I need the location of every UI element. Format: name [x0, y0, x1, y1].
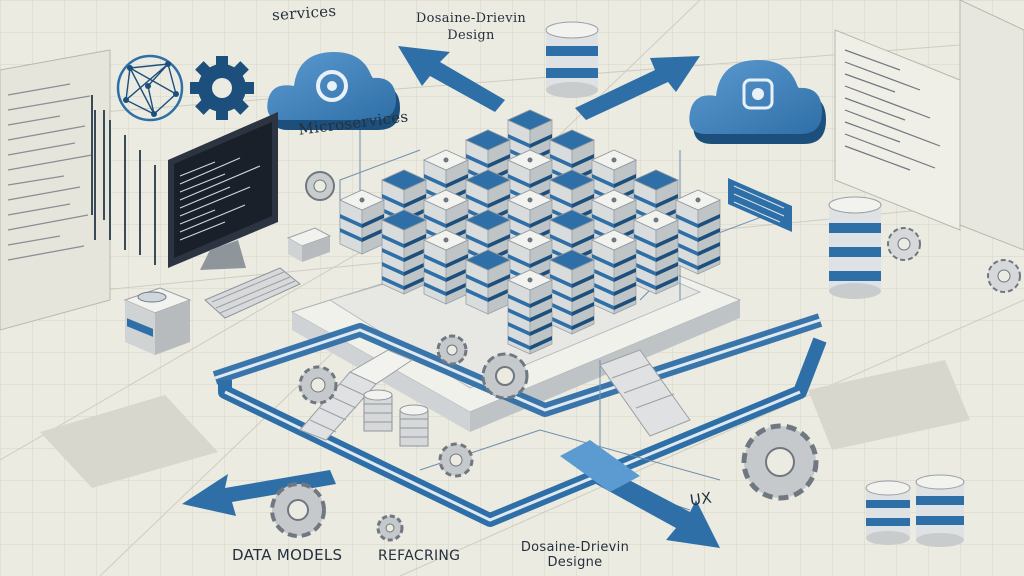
server-block-icon [123, 287, 192, 355]
label-ux: UX [688, 488, 714, 510]
cloud-icon [267, 52, 400, 130]
server-block-icon [591, 229, 637, 315]
server-block-icon [507, 269, 553, 355]
gear-icon [987, 259, 1021, 293]
gear-icon [376, 514, 404, 542]
server-block-icon [339, 189, 385, 255]
gear-icon [305, 171, 335, 201]
gear-icon [270, 482, 326, 538]
database-icon [828, 196, 882, 299]
database-icon [399, 404, 429, 447]
gear-icon [481, 352, 529, 400]
label-refactoring: REFACRING [378, 548, 461, 564]
database-icon [545, 21, 599, 98]
right-doc-panel [834, 0, 1024, 251]
server-block-icon [633, 209, 679, 295]
server-block-icon [286, 227, 332, 262]
bar-chart-panel [94, 110, 156, 265]
code-panel [728, 178, 792, 232]
arrow-icon [398, 46, 700, 120]
server-block-icon [423, 229, 469, 305]
database-icon [915, 474, 965, 547]
server-block-icon [465, 249, 511, 315]
gear-icon [436, 334, 468, 366]
server-block-icon [381, 209, 427, 295]
gear-icon [741, 423, 819, 501]
server-block-icon [549, 249, 595, 335]
network-globe-icon [116, 54, 184, 122]
stairs-icon [299, 349, 691, 441]
server-block-icon [675, 189, 721, 275]
arrow-icon [182, 440, 720, 548]
gear-icon [190, 56, 254, 120]
left-doc-panel [0, 49, 111, 331]
database-icon [865, 480, 911, 545]
label-data-models: DATA MODELS [232, 546, 343, 564]
gear-icon [298, 365, 338, 405]
database-icon [363, 389, 393, 432]
label-domain-design-top: Dosaine-Drievin Design [415, 11, 527, 43]
monitor-icon [168, 112, 278, 270]
label-domain-design-bottom: Dosaine-Drievin Designe [520, 540, 630, 570]
cloud-icon [689, 60, 826, 144]
microservice-blocks [339, 109, 721, 355]
gear-icon [438, 442, 474, 478]
keyboard-icon [204, 267, 301, 319]
text-block [40, 360, 970, 488]
gear-icon [887, 227, 921, 261]
